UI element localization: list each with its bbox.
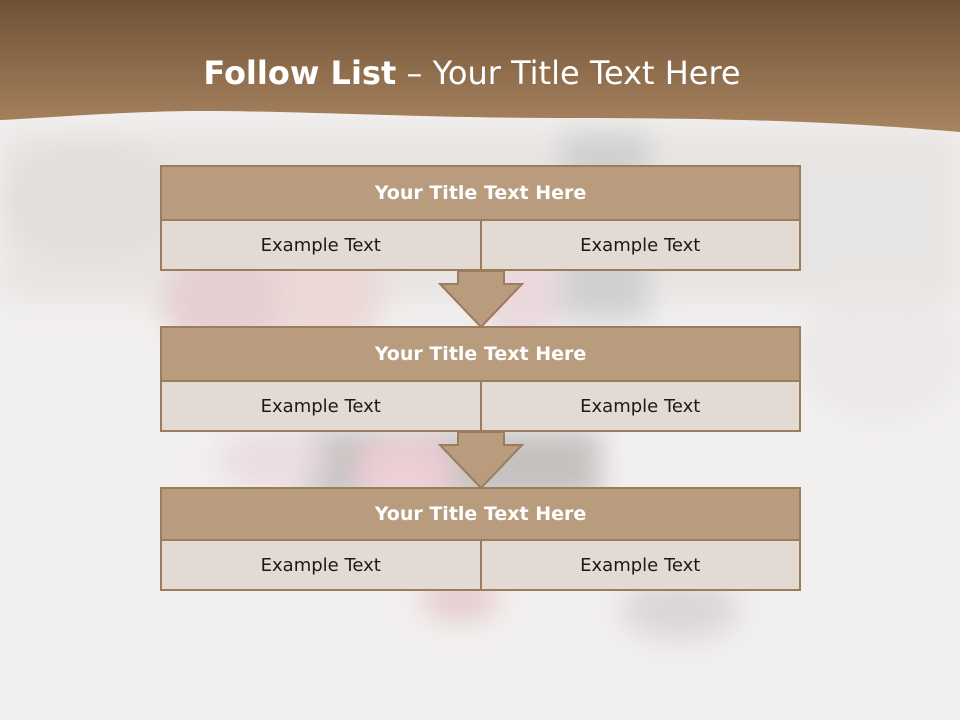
slide-title-bold: Follow List [203, 54, 397, 92]
block-cell-right: Example Text [481, 382, 801, 432]
block-cell-left: Example Text [160, 382, 482, 432]
block-title: Your Title Text Here [160, 326, 801, 382]
block-title: Your Title Text Here [160, 487, 801, 541]
slide-title: Follow List – Your Title Text Here [0, 54, 944, 92]
list-block-1: Your Title Text Here Example Text Exampl… [160, 165, 801, 271]
down-arrow-icon [438, 431, 524, 489]
down-arrow-icon [438, 270, 524, 328]
slide-title-rest: – Your Title Text Here [396, 54, 741, 92]
block-title: Your Title Text Here [160, 165, 801, 221]
list-block-3: Your Title Text Here Example Text Exampl… [160, 487, 801, 591]
block-cell-left: Example Text [160, 221, 482, 271]
list-block-2: Your Title Text Here Example Text Exampl… [160, 326, 801, 432]
block-cell-right: Example Text [481, 541, 801, 591]
block-cell-left: Example Text [160, 541, 482, 591]
header-banner [0, 0, 960, 132]
block-cell-right: Example Text [481, 221, 801, 271]
